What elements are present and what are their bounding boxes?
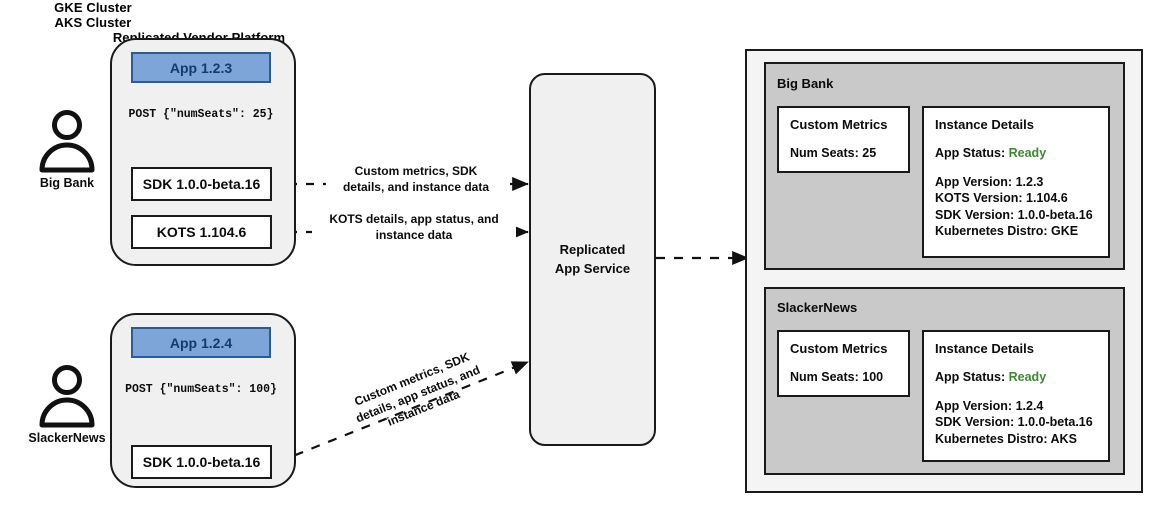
- edge-label-line-2: details, and instance data: [342, 179, 490, 194]
- app-version-line: App Version: 1.2.3: [935, 174, 1044, 189]
- gke-sdk-box[interactable]: SDK 1.0.0-beta.16: [131, 167, 272, 201]
- app-version-line: App Version: 1.2.4: [935, 398, 1044, 413]
- gke-cluster-title: GKE Cluster: [54, 0, 132, 15]
- actor-big-bank-label: Big Bank: [39, 176, 95, 190]
- kots-version-line: KOTS Version: 1.104.6: [935, 191, 1068, 205]
- app-status-label: App Status:: [935, 146, 1006, 160]
- instance-details-card-big-bank: Instance Details App Status: Ready App V…: [922, 106, 1110, 258]
- actor-big-bank-icon: [34, 108, 100, 174]
- edge-label-line-2: instance data: [375, 227, 453, 242]
- person-icon: [39, 110, 95, 173]
- sdk-version-line: SDK Version: 1.0.0-beta.16: [935, 207, 1093, 222]
- custom-metrics-card-slackernews: Custom Metrics Num Seats: 100: [777, 330, 910, 397]
- card-title: Instance Details: [935, 117, 1034, 132]
- edge-label-line-1: Custom metrics, SDK: [354, 164, 478, 178]
- aks-app-box[interactable]: App 1.2.4: [131, 327, 271, 358]
- card-title: Custom Metrics: [790, 117, 888, 132]
- actor-slackernews-label: SlackerNews: [28, 431, 106, 445]
- actor-slackernews-icon: [34, 363, 100, 429]
- replicated-app-service-box[interactable]: Replicated App Service: [529, 73, 656, 446]
- gke-kots-box[interactable]: KOTS 1.104.6: [131, 215, 272, 249]
- card-title: Custom Metrics: [790, 341, 888, 356]
- app-status-line: App Status: Ready: [935, 369, 1097, 386]
- aks-sdk-box[interactable]: SDK 1.0.0-beta.16: [131, 445, 272, 479]
- tenant-name-slackernews: SlackerNews: [777, 300, 858, 315]
- metric-num-seats: Num Seats: 25: [790, 146, 877, 160]
- spacer: [935, 386, 1097, 398]
- edge-label-sdk-to-service: Custom metrics, SDK details, and instanc…: [326, 163, 506, 197]
- card-title: Instance Details: [935, 341, 1034, 356]
- app-status-line: App Status: Ready: [935, 145, 1097, 162]
- edge-label-aks-to-service-wrap: Custom metrics, SDK details, app status,…: [325, 339, 511, 451]
- k8s-distro-line: Kubernetes Distro: GKE: [935, 224, 1079, 238]
- gke-app-box[interactable]: App 1.2.3: [131, 52, 271, 83]
- custom-metrics-card-big-bank: Custom Metrics Num Seats: 25: [777, 106, 910, 173]
- aks-post-label: POST {"numSeats": 100}: [125, 383, 277, 396]
- edge-label-line-1: KOTS details, app status, and: [329, 212, 499, 226]
- sdk-version-line: SDK Version: 1.0.0-beta.16: [935, 415, 1093, 429]
- instance-details-card-slackernews: Instance Details App Status: Ready App V…: [922, 330, 1110, 462]
- edge-label-aks-to-service: Custom metrics, SDK details, app status,…: [325, 339, 511, 451]
- aks-cluster-title: AKS Cluster: [54, 15, 132, 30]
- k8s-distro-line: Kubernetes Distro: AKS: [935, 431, 1077, 446]
- tenant-name-big-bank: Big Bank: [777, 76, 834, 91]
- service-label-line-2: App Service: [554, 260, 631, 276]
- edge-label-kots-to-service: KOTS details, app status, and instance d…: [312, 211, 516, 245]
- spacer: [935, 162, 1097, 174]
- service-label: Replicated App Service: [555, 241, 630, 279]
- metric-num-seats: Num Seats: 100: [790, 370, 884, 384]
- person-icon: [39, 365, 95, 428]
- gke-post-label: POST {"numSeats": 25}: [128, 108, 274, 121]
- status-badge: Ready: [1008, 370, 1047, 384]
- status-badge: Ready: [1008, 146, 1047, 160]
- service-label-line-1: Replicated: [559, 241, 626, 257]
- app-status-label: App Status:: [935, 370, 1006, 384]
